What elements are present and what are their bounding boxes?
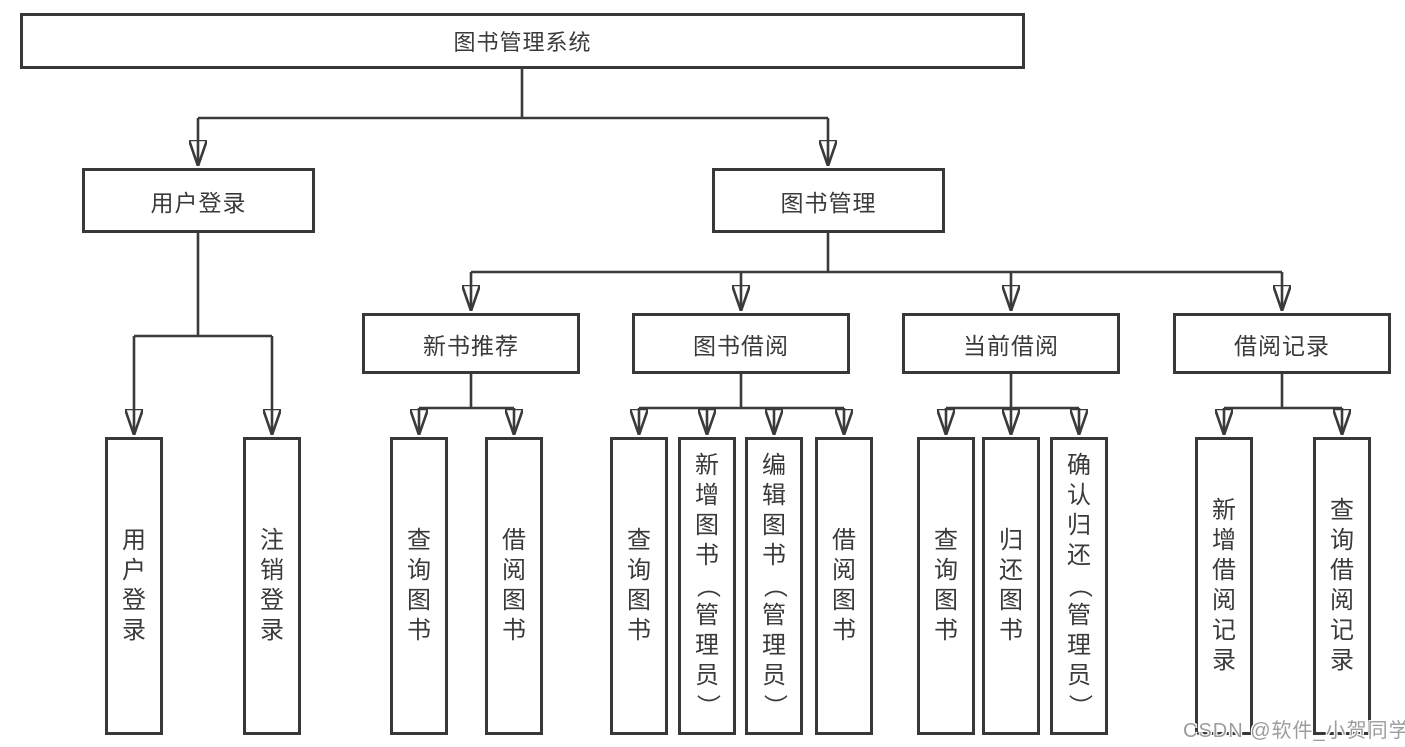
node-label: 用户登录 xyxy=(150,189,247,216)
node-label: 查询借阅记录 xyxy=(1330,497,1354,674)
node-label: 借阅记录 xyxy=(1234,332,1330,359)
leaf-user-login: 用户登录 xyxy=(105,437,163,735)
leaf-query-books-current: 查询图书 xyxy=(917,437,975,735)
node-label: 借阅图书 xyxy=(832,527,856,644)
node-label: 编辑图书（管理员） xyxy=(761,452,788,718)
node-library-management-system: 图书管理系统 xyxy=(20,13,1025,69)
leaf-query-borrow-record: 查询借阅记录 xyxy=(1313,437,1371,735)
node-label: 新增图书（管理员） xyxy=(694,452,721,718)
node-label: 查询图书 xyxy=(407,527,431,644)
node-label: 图书借阅 xyxy=(693,332,789,359)
leaf-return-books: 归还图书 xyxy=(982,437,1040,735)
node-label: 图书管理系统 xyxy=(453,30,592,55)
node-label: 新书推荐 xyxy=(423,332,519,359)
node-label: 新增借阅记录 xyxy=(1212,497,1236,674)
node-label: 查询图书 xyxy=(627,527,651,644)
leaf-add-borrow-record: 新增借阅记录 xyxy=(1195,437,1253,735)
leaf-query-books-borrowing: 查询图书 xyxy=(610,437,668,735)
node-label: 当前借阅 xyxy=(963,332,1059,359)
leaf-borrow-books: 借阅图书 xyxy=(815,437,873,735)
node-label: 图书管理 xyxy=(780,189,877,216)
leaf-confirm-return-admin: 确认归还（管理员） xyxy=(1050,437,1108,735)
leaf-borrow-books-recommend: 借阅图书 xyxy=(485,437,543,735)
node-label: 归还图书 xyxy=(999,527,1023,644)
node-user-login: 用户登录 xyxy=(82,168,315,233)
node-book-borrowing: 图书借阅 xyxy=(632,313,850,374)
leaf-logout: 注销登录 xyxy=(243,437,301,735)
node-label: 确认归还（管理员） xyxy=(1066,452,1093,718)
leaf-query-books-recommend: 查询图书 xyxy=(390,437,448,735)
leaf-add-books-admin: 新增图书（管理员） xyxy=(678,437,736,735)
node-new-book-recommendation: 新书推荐 xyxy=(362,313,580,374)
leaf-edit-books-admin: 编辑图书（管理员） xyxy=(745,437,803,735)
node-label: 用户登录 xyxy=(122,527,146,644)
node-current-borrowing: 当前借阅 xyxy=(902,313,1120,374)
csdn-watermark: CSDN @软件_小贺同学 xyxy=(1183,720,1405,742)
node-borrowing-records: 借阅记录 xyxy=(1173,313,1391,374)
node-label: 借阅图书 xyxy=(502,527,526,644)
node-label: 查询图书 xyxy=(934,527,958,644)
node-label: 注销登录 xyxy=(260,527,284,644)
node-book-management: 图书管理 xyxy=(712,168,945,233)
